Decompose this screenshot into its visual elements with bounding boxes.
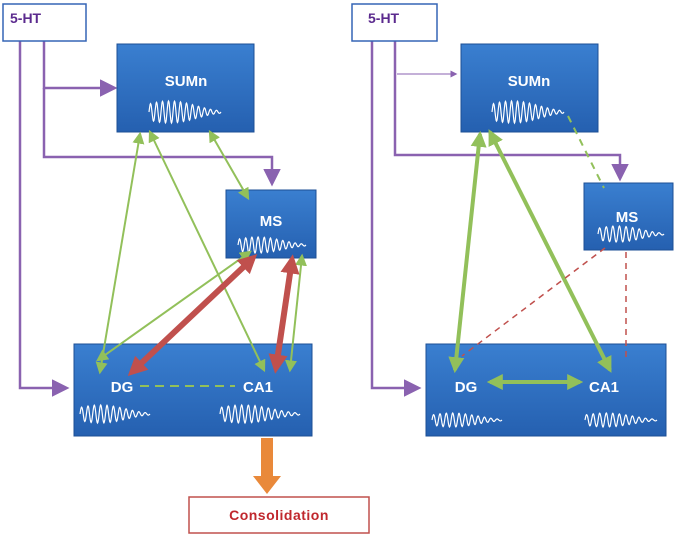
right-5ht-to-dg-arrow: [370, 40, 422, 397]
right-red-dashed-connections: [461, 247, 627, 358]
left-5ht-label: 5-HT: [10, 10, 42, 26]
right-sumn-box: [460, 43, 599, 133]
left-ms-label: MS: [260, 213, 283, 230]
left-5ht-to-dg-arrow: [18, 40, 70, 397]
right-green-connections: [448, 115, 612, 390]
left-sumn-box: [116, 43, 255, 133]
left-sumn-dg-arrow: [95, 131, 145, 375]
right-sumn-label: SUMn: [508, 73, 551, 90]
left-5ht-to-sumn-arrow: [42, 40, 118, 97]
right-sumn-dg-arrow: [448, 130, 487, 374]
left-dg-label: DG: [111, 379, 134, 396]
right-ms-dg-dashed-line: [461, 247, 606, 357]
consolidation-label: Consolidation: [229, 507, 329, 523]
left-red-connections: [127, 254, 300, 376]
right-ca1-wave-icon: [584, 412, 658, 429]
left-ca1-label: CA1: [243, 379, 273, 396]
right-sumn-wave-icon: [491, 99, 565, 125]
right-sumn-ms-dashed-line: [567, 115, 605, 189]
left-sumn-wave-icon: [148, 99, 222, 125]
left-sumn-label: SUMn: [165, 73, 208, 90]
left-sumn-ms-arrow: [208, 129, 250, 201]
left-dg-wave-icon: [79, 403, 151, 425]
right-panel: 5-HT SUMn MS DG CA1: [351, 3, 674, 437]
left-panel: 5-HT SUMn MS DG CA1 Consolidation: [2, 3, 370, 534]
consolidation-box: [188, 496, 370, 534]
left-ms-ca1-red-arrow: [268, 254, 300, 374]
right-ca1-label: CA1: [589, 379, 619, 396]
right-dg-label: DG: [455, 379, 478, 396]
left-ms-dg-red-arrow: [127, 254, 258, 376]
left-5ht-box: [2, 3, 87, 42]
right-dg-wave-icon: [431, 412, 503, 429]
left-ca1-wave-icon: [219, 403, 301, 425]
right-sumn-ca1-arrow: [488, 129, 612, 373]
right-5ht-box: [351, 3, 438, 42]
right-ms-label: MS: [616, 209, 639, 226]
consolidation-arrow: [253, 438, 281, 494]
right-5ht-label: 5-HT: [368, 10, 400, 26]
